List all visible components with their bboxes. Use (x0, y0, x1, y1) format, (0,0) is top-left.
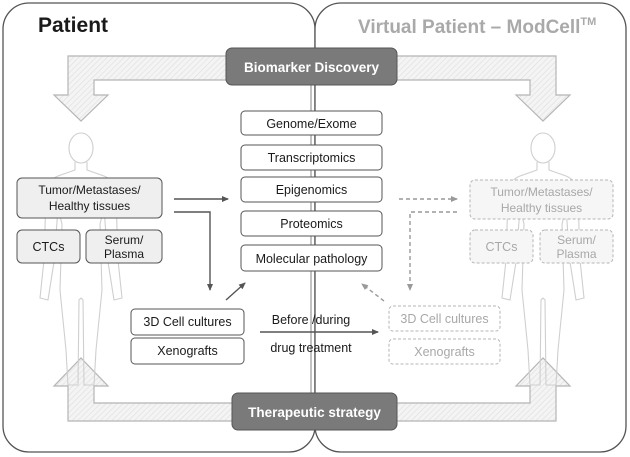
top-loop-arrow (52, 55, 572, 122)
omics-item-transcriptomics: Transcriptomics (240, 144, 383, 171)
arrow-models-to-omics (225, 282, 246, 301)
svg-text:Serum/: Serum/ (105, 233, 144, 247)
patient-title: Patient (38, 14, 108, 37)
svg-text:Healthy tissues: Healthy tissues (501, 201, 582, 215)
svg-text:Xenografts: Xenografts (414, 345, 474, 359)
left-xenografts-box: Xenografts (130, 337, 245, 365)
svg-text:3D Cell cultures: 3D Cell cultures (143, 315, 231, 329)
virtual-serum-box: Serum/ Plasma (539, 229, 614, 264)
svg-text:Epigenomics: Epigenomics (276, 183, 348, 197)
svg-text:3D Cell cultures: 3D Cell cultures (400, 312, 488, 326)
omics-item-proteomics: Proteomics (240, 210, 383, 237)
right-3d-cultures-box: 3D Cell cultures (388, 305, 501, 332)
svg-text:Xenografts: Xenografts (157, 344, 217, 358)
arrow-virtual-models-to-omics (361, 283, 385, 302)
omics-item-genome: Genome/Exome (240, 110, 383, 136)
treatment-label-line2: drug treatment (270, 341, 352, 355)
virtual-ctcs-box: CTCs (469, 229, 534, 264)
omics-item-molecular-pathology: Molecular pathology (240, 244, 383, 272)
svg-text:Molecular pathology: Molecular pathology (256, 252, 369, 266)
svg-text:Healthy tissues: Healthy tissues (49, 199, 130, 213)
svg-text:Tumor/Metastases/: Tumor/Metastases/ (38, 183, 141, 197)
svg-text:Plasma: Plasma (556, 247, 596, 261)
omics-item-epigenomics: Epigenomics (240, 176, 383, 203)
svg-text:Serum/: Serum/ (557, 233, 596, 247)
svg-text:CTCs: CTCs (33, 240, 65, 254)
left-3d-cultures-box: 3D Cell cultures (130, 308, 245, 336)
svg-text:CTCs: CTCs (486, 240, 518, 254)
svg-text:Biomarker Discovery: Biomarker Discovery (244, 60, 380, 75)
patient-ctcs-box: CTCs (16, 229, 81, 264)
patient-serum-box: Serum/ Plasma (85, 229, 163, 264)
arrow-virtual-to-models (407, 211, 457, 291)
svg-text:Plasma: Plasma (104, 247, 144, 261)
virtual-tissues-box: Tumor/Metastases/ Healthy tissues (469, 179, 614, 220)
svg-text:Genome/Exome: Genome/Exome (266, 117, 356, 131)
svg-text:Proteomics: Proteomics (280, 217, 343, 231)
therapeutic-strategy-banner: Therapeutic strategy (231, 392, 398, 431)
svg-text:Therapeutic strategy: Therapeutic strategy (248, 405, 381, 420)
patient-tissues-box: Tumor/Metastases/ Healthy tissues (16, 177, 163, 219)
biomarker-discovery-banner: Biomarker Discovery (225, 47, 398, 86)
svg-text:Transcriptomics: Transcriptomics (268, 151, 356, 165)
arrow-tissues-to-models (174, 211, 213, 291)
treatment-label-line1: Before /during (272, 313, 351, 327)
right-xenografts-box: Xenografts (388, 338, 501, 365)
svg-text:Tumor/Metastases/: Tumor/Metastases/ (490, 185, 593, 199)
virtual-patient-title: Virtual Patient – ModCellTM (358, 16, 596, 38)
